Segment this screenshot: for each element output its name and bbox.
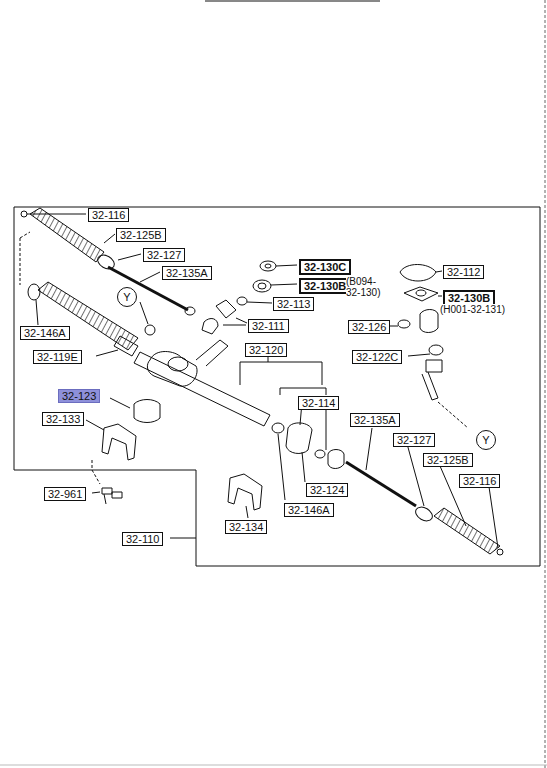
callout-box: 32-116 [459,474,500,488]
callout-number: 32-110 [126,533,159,545]
callout-box: 32-111 [248,319,289,333]
part-note: (B094-32-130) [346,276,390,298]
callout-box: 32-116 [88,208,129,222]
callout-number: 32-120 [249,344,283,356]
callout-box: 32-125B [116,228,166,242]
callout-number: 32-126 [352,321,386,333]
callout-box: 32-114 [298,396,339,410]
callout-box: 32-130B [299,278,351,294]
callout-number: 32-122C [356,351,398,363]
callout-number: 32-146A [288,504,330,516]
reference-circle: Y [476,430,496,450]
callout-number: 32-113 [277,298,310,310]
callout-number: 32-135A [166,267,208,279]
reference-circle: Y [117,287,137,307]
callout-number: 32-130C [304,261,346,273]
callout-box: 32-127 [143,248,185,262]
callout-number: 32-125B [427,454,469,466]
callout-box: 32-123 [58,389,100,403]
callout-number: 32-135A [354,414,396,426]
callout-number: 32-127 [147,249,181,261]
callout-box: 32-120 [245,343,287,357]
callout-number: 32-130B [448,292,490,304]
callout-box: 32-146A [20,326,70,340]
callout-box: 32-110 [122,532,163,546]
callout-number: 32-111 [252,320,285,332]
callout-number: 32-119E [37,351,78,363]
callout-box: 32-127 [393,433,435,447]
callout-box: 32-130C [299,259,351,275]
callout-number: 32-125B [120,229,162,241]
callout-number: 32-127 [397,434,431,446]
callout-box: 32-961 [44,487,86,501]
callout-box: 32-135A [162,266,212,280]
callout-number: 32-112 [447,266,480,278]
callout-number: 32-123 [62,390,96,402]
callout-number: 32-146A [24,327,66,339]
callout-number: 32-134 [229,521,263,533]
callout-number: 32-130B [304,280,346,292]
callout-box: 32-133 [42,412,84,426]
callout-box: 32-112 [443,265,484,279]
callout-number: 32-116 [463,475,496,487]
callout-box: 32-135A [350,413,400,427]
callout-number: Y [482,434,489,446]
callout-box: 32-126 [348,320,390,334]
callout-number: 32-114 [302,397,335,409]
callout-box: 32-122C [352,350,402,364]
callout-box: 32-134 [225,520,267,534]
callout-box: 32-124 [306,483,348,497]
callout-number: 32-124 [310,484,344,496]
callout-number: Y [123,291,130,303]
callout-box: 32-119E [33,350,82,364]
callout-number: 32-961 [48,488,82,500]
part-note: (H001-32-131) [440,304,505,315]
callout-box: 32-125B [423,453,473,467]
callout-box: 32-146A [284,503,334,517]
callout-number: 32-116 [92,209,125,221]
callout-number: 32-133 [46,413,80,425]
callout-box: 32-113 [273,297,314,311]
